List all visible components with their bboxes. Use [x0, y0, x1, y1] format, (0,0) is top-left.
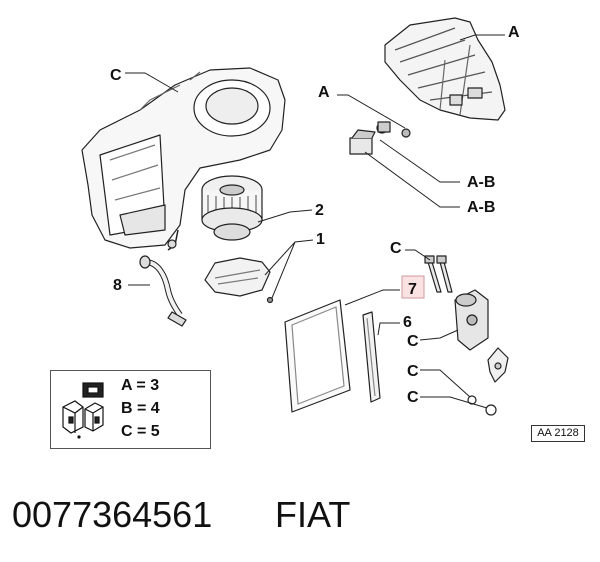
callout-6: 6	[403, 314, 412, 331]
callout-7: 7	[408, 281, 417, 298]
actuator-parts	[349, 121, 411, 155]
cabin-filter	[284, 299, 351, 413]
legend-b: B = 4	[121, 400, 160, 417]
callout-c-oring-2: C	[407, 389, 419, 406]
blower-motor	[201, 175, 263, 241]
exploded-parts-diagram: A A A-B A-B C 2 1 8 C 7 6 C C C	[81, 17, 520, 416]
callout-c-valve: C	[407, 333, 419, 350]
legend-a: A = 3	[121, 377, 160, 394]
mounting-screws	[424, 255, 453, 293]
callout-ab-2: A-B	[467, 199, 495, 216]
part-number: 0077364561	[12, 494, 213, 535]
filter-seal-strip	[362, 311, 381, 403]
kit-legend: A = 3 B = 4 C = 5	[50, 370, 211, 449]
parts-kit-icon	[62, 382, 104, 439]
main-hvac-housing	[81, 67, 286, 251]
callout-a-mid: A	[318, 84, 330, 101]
callout-8: 8	[113, 277, 122, 294]
legend-c: C = 5	[121, 423, 160, 440]
expansion-valve	[454, 289, 489, 351]
diagram-reference-code: AA 2128	[531, 425, 585, 442]
callout-1: 1	[316, 231, 325, 248]
callout-2: 2	[315, 202, 324, 219]
leader-lines	[125, 34, 505, 409]
drain-hose	[139, 255, 187, 327]
callout-a-top: A	[508, 24, 520, 41]
callout-7-box	[401, 275, 425, 299]
valve-bracket	[487, 347, 509, 383]
callout-c-oring-1: C	[407, 363, 419, 380]
blower-cover-plate	[204, 257, 274, 304]
callout-ab-1: A-B	[467, 174, 495, 191]
o-rings	[467, 395, 497, 416]
callout-c-housing: C	[110, 67, 122, 84]
brand-name: FIAT	[275, 494, 351, 535]
callout-labels: A A A-B A-B C 2 1 8 C 7 6 C C C	[110, 24, 520, 406]
callout-c-screws: C	[390, 240, 402, 257]
upper-hvac-housing	[384, 17, 506, 121]
